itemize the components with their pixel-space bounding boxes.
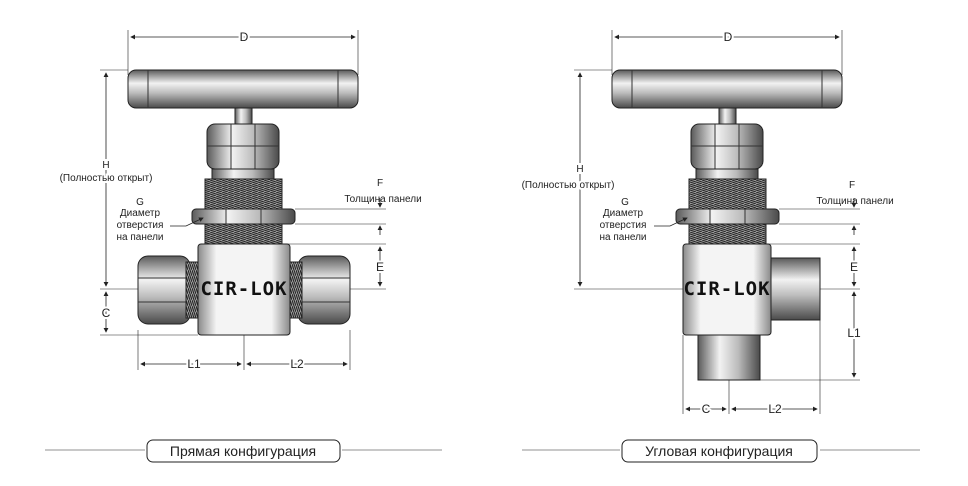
dim-l2: L2: [768, 402, 782, 416]
panel-thread: [204, 178, 283, 210]
dim-c: C: [702, 402, 711, 416]
handle-bar: [611, 69, 843, 109]
stem: [718, 107, 737, 125]
dim-e: E: [850, 260, 858, 274]
angle-dimensions: D H (Полностью открыт) F Толщина панели …: [520, 28, 920, 463]
dim-g: G: [621, 197, 629, 208]
dim-e: E: [376, 260, 384, 274]
straight-valve: CIR-LOK: [127, 69, 359, 336]
dim-f-note: Толщина панели: [816, 196, 893, 207]
dim-h: H: [102, 160, 109, 171]
dim-g-note2: отверстия: [117, 220, 164, 231]
brand-logo: CIR-LOK: [200, 278, 287, 300]
panel-thread: [688, 178, 767, 210]
caption-straight: Прямая конфигурация: [170, 443, 316, 459]
stem: [234, 107, 253, 125]
dim-f: F: [849, 180, 855, 191]
panel-nut: [191, 208, 296, 225]
straight-dimensions: D H (Полностью открыт) C L1 L2 F Толщина…: [45, 28, 442, 463]
angle-valve: CIR-LOK: [611, 69, 843, 381]
dim-f: F: [377, 178, 383, 189]
dim-f-note: Толщина панели: [344, 194, 421, 205]
dim-g-note3: на панели: [116, 232, 163, 243]
dim-l1: L1: [847, 326, 861, 340]
handle-bar: [127, 69, 359, 109]
dim-g-note3: на панели: [599, 232, 646, 243]
dim-g-note2: отверстия: [600, 220, 647, 231]
side-port: [767, 257, 821, 321]
dim-d: D: [724, 30, 733, 44]
panel-nut: [675, 208, 780, 225]
dim-g-note1: Диаметр: [120, 208, 161, 219]
left-fitting: [137, 255, 191, 325]
dim-g-note1: Диаметр: [603, 208, 644, 219]
brand-logo: CIR-LOK: [683, 278, 770, 300]
dim-h: H: [576, 164, 583, 175]
dim-h-note: (Полностью открыт): [522, 180, 615, 191]
right-fitting: [297, 255, 351, 325]
dim-d: D: [240, 30, 249, 44]
dim-h-note: (Полностью открыт): [60, 173, 153, 184]
dim-l2: L2: [290, 357, 304, 371]
dim-g: G: [136, 197, 144, 208]
bottom-port: [697, 334, 761, 381]
dim-l1: L1: [187, 357, 201, 371]
dim-c: C: [102, 306, 111, 320]
caption-angle: Угловая конфигурация: [645, 443, 793, 459]
